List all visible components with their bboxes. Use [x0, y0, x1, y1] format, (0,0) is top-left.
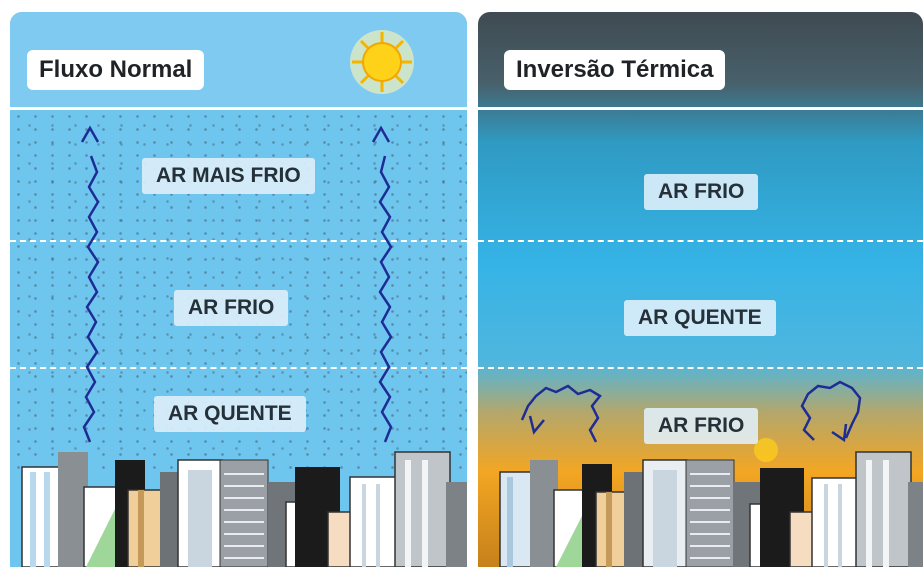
layer-divider-upper: [10, 240, 467, 242]
normal-flow-drawing: [21, 30, 467, 567]
sun-icon: [350, 30, 414, 94]
layer-label-middle: AR FRIO: [174, 290, 289, 326]
layer-label-middle: AR QUENTE: [624, 300, 776, 336]
layer-divider-lower: [10, 367, 467, 369]
building-icon: [21, 451, 467, 567]
layer-label-bottom: AR QUENTE: [154, 396, 306, 432]
layer-label-bottom: AR FRIO: [644, 408, 759, 444]
tropopause-line: [478, 107, 923, 110]
panel-title: Fluxo Normal: [27, 50, 205, 90]
layer-label-top: AR MAIS FRIO: [142, 158, 315, 194]
layer-divider-upper: [478, 240, 923, 242]
building-icon: [499, 451, 923, 567]
sun-icon: [754, 438, 778, 462]
panel-title: Inversão Térmica: [504, 50, 726, 90]
layer-divider-lower: [478, 367, 923, 369]
thermal-inversion-panel: Inversão Térmica AR FRIO AR QUENTE AR FR…: [478, 12, 923, 567]
inversion-drawing: [499, 380, 923, 567]
tropopause-line: [10, 107, 467, 110]
heat-arrow-icon: [371, 125, 393, 443]
normal-flow-panel: Fluxo Normal AR MAIS FRIO AR FRIO AR QUE…: [10, 12, 467, 567]
heat-arrow-icon: [800, 380, 862, 443]
heat-arrow-icon: [520, 384, 602, 443]
layer-label-top: AR FRIO: [644, 174, 759, 210]
heat-arrow-icon: [80, 125, 100, 443]
